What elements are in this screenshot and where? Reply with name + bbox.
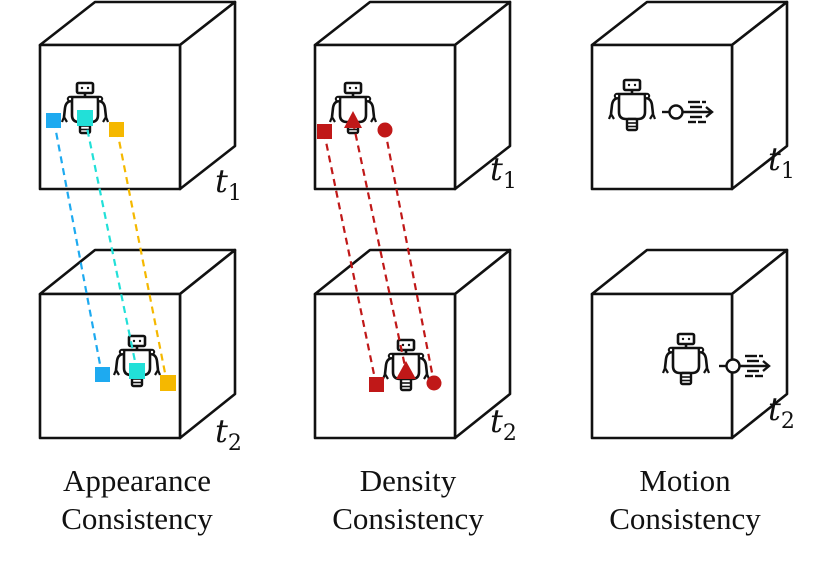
cube-motion-bottom [590, 248, 789, 440]
caption-line-1: Appearance [62, 463, 211, 498]
square-marker-icon [46, 113, 61, 128]
caption-line-2: Consistency [609, 501, 761, 536]
square-marker-icon [129, 363, 145, 379]
square-marker-icon [317, 124, 332, 139]
cube-motion-top [590, 0, 789, 191]
square-marker-icon [369, 377, 384, 392]
square-marker-icon [95, 367, 110, 382]
caption-line-2: Consistency [332, 501, 484, 536]
time-label-t1: t1 [490, 150, 517, 194]
time-label-t2: t2 [215, 412, 242, 456]
correspondence-line-red [383, 129, 436, 384]
triangle-marker-icon [396, 361, 416, 379]
density-correspondences [317, 111, 442, 392]
square-marker-icon [77, 110, 93, 126]
correspondence-line-red [351, 121, 408, 372]
appearance-correspondences [46, 110, 176, 391]
square-marker-icon [160, 375, 176, 391]
time-label-t1: t1 [215, 162, 242, 206]
cube-density-top [313, 0, 512, 191]
correspondence-line-amber [115, 129, 169, 384]
square-marker-icon [109, 122, 124, 137]
triangle-marker-icon [344, 111, 362, 128]
cube-density-bottom [313, 248, 512, 440]
caption-line-1: Density [359, 463, 457, 498]
caption-motion: Motion Consistency [565, 462, 805, 538]
circle-marker-icon [377, 122, 393, 138]
caption-density: Density Consistency [288, 462, 528, 538]
circle-marker-icon [426, 375, 442, 391]
correspondence-line-red [322, 131, 378, 385]
caption-line-1: Motion [639, 463, 731, 498]
caption-line-2: Consistency [61, 501, 213, 536]
time-label-t2: t2 [768, 390, 795, 434]
time-label-t2: t2 [490, 402, 517, 446]
cube-appearance-top [38, 0, 237, 191]
time-label-t1: t1 [768, 140, 795, 184]
caption-appearance: Appearance Consistency [17, 462, 257, 538]
